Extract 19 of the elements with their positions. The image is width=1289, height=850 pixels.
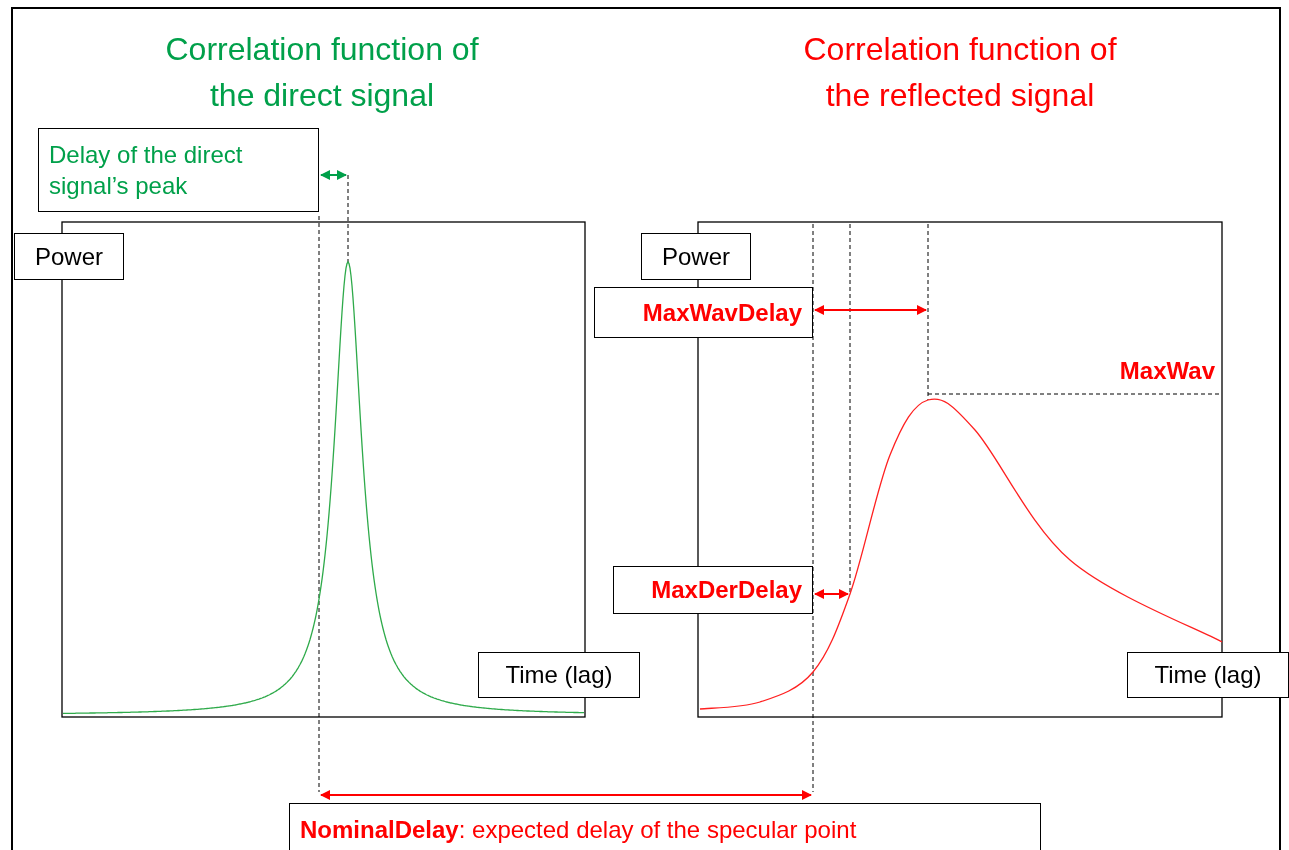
box-label: Delay of the direct signal’s peak bbox=[49, 139, 244, 201]
axis-label-box bbox=[478, 652, 640, 698]
plot-title: Correlation function of the reflected signal bbox=[802, 30, 1118, 116]
annotation-box bbox=[38, 128, 319, 212]
axis-label-box bbox=[1127, 652, 1289, 698]
parameter-label: MaxWav bbox=[1118, 356, 1215, 386]
box-label: Power bbox=[35, 241, 103, 272]
box-label: MaxWavDelay bbox=[642, 297, 802, 328]
axis-label-box bbox=[641, 233, 751, 280]
note-box bbox=[289, 803, 1041, 850]
box-label: Power bbox=[662, 241, 730, 272]
note-text: NominalDelay: expected delay of the specular point bbox=[300, 815, 857, 845]
box-label: MaxDerDelay bbox=[651, 575, 802, 606]
parameter-box bbox=[594, 287, 813, 338]
box-label: Time (lag) bbox=[505, 660, 613, 691]
plot-title: Correlation function of the direct signal bbox=[164, 30, 480, 116]
axis-label-box bbox=[14, 233, 124, 280]
parameter-box bbox=[613, 566, 813, 614]
box-label: Time (lag) bbox=[1154, 660, 1262, 691]
